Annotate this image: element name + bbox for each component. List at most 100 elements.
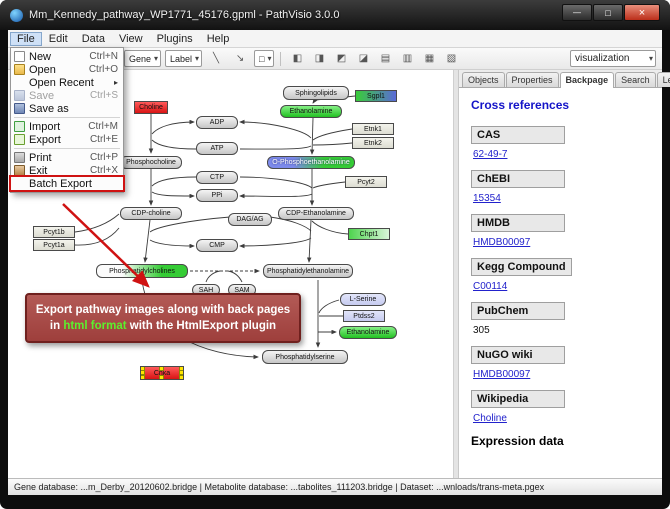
menu-separator bbox=[14, 148, 120, 149]
xref-link[interactable]: 62-49-7 bbox=[473, 149, 508, 160]
xref-link[interactable]: HMDB00097 bbox=[473, 237, 531, 248]
menu-edit[interactable]: Edit bbox=[48, 32, 68, 45]
pathway-node-phosphatidylcholines[interactable]: Phosphatidylcholines bbox=[96, 264, 188, 278]
node-label: Phosphatidylcholines bbox=[109, 267, 175, 275]
pathway-node-ctp[interactable]: CTP bbox=[196, 171, 238, 184]
file-menu-item-open-recent[interactable]: Open Recent▸ bbox=[11, 76, 123, 89]
node-label: ATP bbox=[210, 145, 224, 152]
selection-handle[interactable] bbox=[159, 375, 164, 379]
node-label: Etnk2 bbox=[364, 139, 382, 147]
close-button[interactable] bbox=[624, 4, 660, 21]
xref-link[interactable]: C00114 bbox=[473, 281, 508, 292]
menu-help[interactable]: Help bbox=[206, 32, 230, 45]
selection-handle[interactable] bbox=[141, 375, 145, 379]
selection-handle[interactable] bbox=[179, 370, 183, 375]
pathway-node-phosphatidylserine[interactable]: Phosphatidylserine bbox=[262, 350, 348, 364]
pathway-node-chpt1[interactable]: Chpt1 bbox=[348, 228, 390, 240]
line-tool-icon[interactable]: ╲ bbox=[213, 53, 220, 64]
pathway-node-etnk2[interactable]: Etnk2 bbox=[352, 137, 394, 149]
align-right-icon[interactable]: ◨ bbox=[314, 53, 325, 64]
selection-handle[interactable] bbox=[179, 375, 183, 379]
pathway-node-phosphatidylethanolamine[interactable]: Phosphatidylethanolamine bbox=[263, 264, 353, 278]
pathway-node-pcyt2[interactable]: Pcyt2 bbox=[345, 176, 387, 188]
tab-legend[interactable]: Legend bbox=[656, 72, 670, 87]
xref-source-name: Kegg Compound bbox=[471, 258, 572, 276]
file-menu-item-save-as[interactable]: Save as bbox=[11, 102, 123, 115]
pathway-node-choline[interactable]: Choline bbox=[134, 101, 168, 114]
pathway-node-ptdss2[interactable]: Ptdss2 bbox=[343, 310, 385, 322]
tab-properties[interactable]: Properties bbox=[505, 72, 559, 87]
export-arrow-icon bbox=[14, 134, 25, 145]
menu-data[interactable]: Data bbox=[81, 32, 105, 45]
menu-plugins[interactable]: Plugins bbox=[156, 32, 193, 45]
node-label: SAM bbox=[234, 286, 250, 294]
visualization-select[interactable]: visualization bbox=[570, 50, 656, 67]
minimize-button[interactable] bbox=[562, 4, 592, 21]
label-dropdown[interactable]: Label bbox=[164, 50, 203, 67]
menu-item-shortcut: Ctrl+X bbox=[89, 165, 118, 176]
pathway-node-cdp-choline[interactable]: CDP-choline bbox=[120, 207, 182, 220]
pathway-node-adp[interactable]: ADP bbox=[196, 116, 238, 129]
pathway-node-phosphocholine[interactable]: Phosphocholine bbox=[120, 156, 182, 169]
tab-search[interactable]: Search bbox=[615, 72, 656, 87]
pathway-node-pcyt1a[interactable]: Pcyt1a bbox=[33, 239, 75, 251]
pathway-node-ethanolamine[interactable]: Ethanolamine bbox=[339, 326, 397, 339]
menu-item-label: New bbox=[29, 50, 52, 63]
datanode-dropdown[interactable]: Gene bbox=[123, 50, 161, 67]
common-height-icon[interactable]: ▥ bbox=[402, 53, 413, 64]
menu-item-label: Open bbox=[29, 63, 56, 76]
pathway-node-sphingolipids[interactable]: Sphingolipids bbox=[283, 86, 349, 100]
pathway-node-ethanolamine[interactable]: Ethanolamine bbox=[280, 105, 342, 118]
pathway-node-l-serine[interactable]: L-Serine bbox=[340, 293, 386, 306]
arrow-tool-icon[interactable]: ↘ bbox=[235, 53, 245, 64]
pathway-node-sgpl1[interactable]: Sgpl1 bbox=[355, 90, 397, 102]
save-disk-icon bbox=[14, 103, 25, 114]
selection-handle[interactable] bbox=[141, 370, 145, 375]
tab-objects[interactable]: Objects bbox=[462, 72, 505, 87]
menu-file[interactable]: File bbox=[10, 31, 42, 46]
pathway-node-dag-ag[interactable]: DAG/AG bbox=[228, 213, 272, 226]
align-top-icon[interactable]: ◩ bbox=[336, 53, 347, 64]
toolbar-separator bbox=[280, 51, 282, 66]
pathway-node-atp[interactable]: ATP bbox=[196, 142, 238, 155]
pathway-node-pcyt1b[interactable]: Pcyt1b bbox=[33, 226, 75, 238]
align-left-icon[interactable]: ◧ bbox=[292, 53, 303, 64]
file-menu-item-batch-export[interactable]: Batch Export bbox=[9, 175, 125, 192]
stack-horizontal-icon[interactable]: ▧ bbox=[446, 53, 457, 64]
tab-backpage[interactable]: Backpage bbox=[559, 72, 615, 88]
shape-dropdown[interactable]: □ bbox=[254, 50, 275, 67]
stack-vertical-icon[interactable]: ▦ bbox=[424, 53, 435, 64]
align-bottom-icon[interactable]: ◪ bbox=[358, 53, 369, 64]
menu-item-label: Save as bbox=[29, 102, 69, 115]
selection-handle[interactable] bbox=[159, 367, 164, 371]
pathway-node-etnk1[interactable]: Etnk1 bbox=[352, 123, 394, 135]
xref-link[interactable]: Choline bbox=[473, 413, 507, 424]
pathway-node-chka[interactable]: Chka bbox=[140, 366, 184, 380]
menu-item-label: Export bbox=[29, 133, 61, 146]
xref-link[interactable]: HMDB00097 bbox=[473, 369, 531, 380]
menu-item-shortcut: Ctrl+S bbox=[89, 90, 118, 101]
pathway-node-ppi[interactable]: PPi bbox=[196, 189, 238, 202]
node-label: CMP bbox=[209, 242, 225, 249]
menu-separator bbox=[14, 117, 120, 118]
pathway-node-o-phosphoethanolamine[interactable]: O-Phosphoethanolamine bbox=[267, 156, 355, 169]
xref-link[interactable]: 15354 bbox=[473, 193, 501, 204]
sidebar-splitter[interactable] bbox=[454, 70, 459, 478]
maximize-button[interactable] bbox=[593, 4, 623, 21]
pathway-node-cmp[interactable]: CMP bbox=[196, 239, 238, 252]
node-label: SAH bbox=[198, 286, 214, 294]
pathway-node-cdp-ethanolamine[interactable]: CDP-Ethanolamine bbox=[278, 207, 354, 220]
menu-view[interactable]: View bbox=[118, 32, 143, 45]
common-width-icon[interactable]: ▤ bbox=[380, 53, 391, 64]
